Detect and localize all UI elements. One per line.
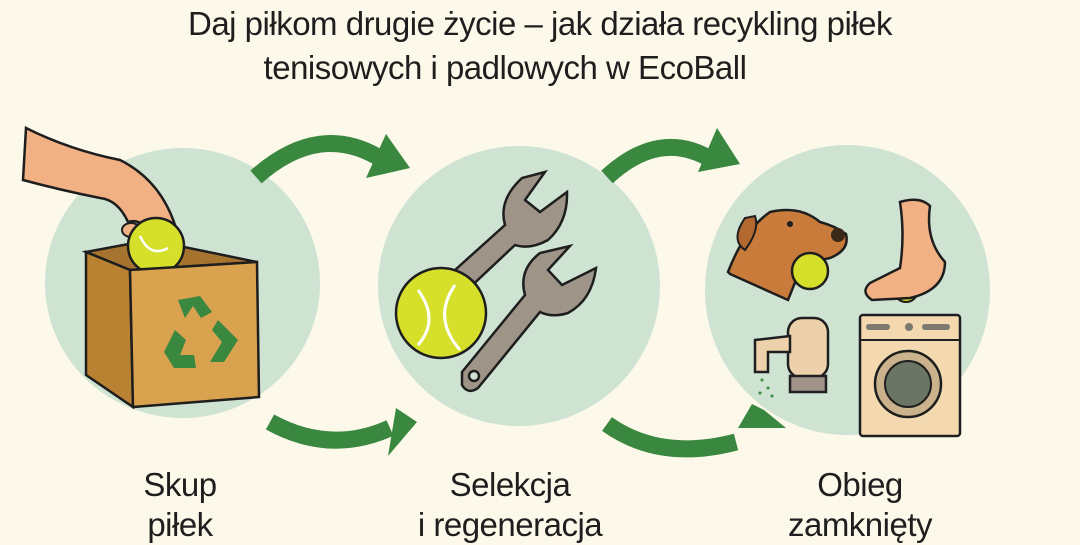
step-1-label: Skup piłek [143,466,217,543]
green-powder-pile [738,404,786,428]
title-line-2: tenisowych i padlowych w EcoBall [263,49,747,86]
page-title: Daj piłkom drugie życie – jak działa rec… [0,2,1080,90]
step-2-label: Selekcja i regeneracja [417,466,603,543]
title-line-1: Daj piłkom drugie życie – jak działa rec… [188,5,892,42]
recycle-symbol [164,296,238,368]
step-3-label: Obieg zamknięty [787,466,933,543]
